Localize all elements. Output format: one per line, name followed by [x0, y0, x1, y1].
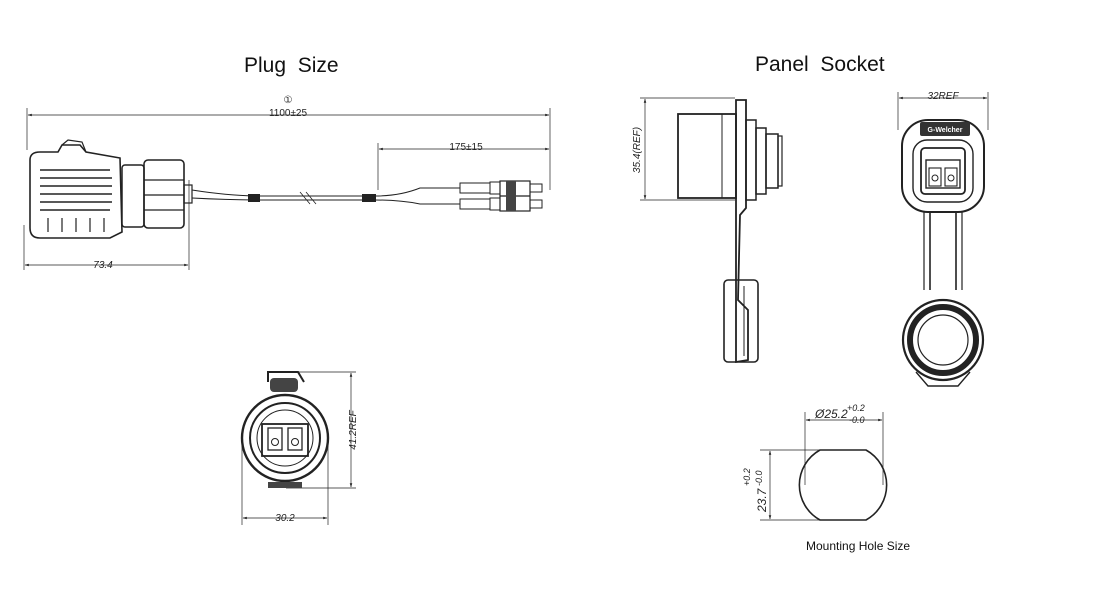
- plug-front-height-label: 41.2REF: [348, 409, 359, 449]
- brand-label: G-Welcher: [928, 127, 963, 134]
- panel-side-height-label: 35.4(REF): [632, 127, 643, 173]
- panel-socket-front-view: [897, 92, 989, 387]
- hole-diameter-label: Ø25.2: [814, 407, 848, 421]
- panel-socket-title: Panel Socket: [755, 53, 885, 76]
- dust-cap-side: [723, 279, 759, 363]
- socket-front-housing: [901, 119, 985, 213]
- hole-diameter-tol-lower: -0.0: [849, 415, 865, 425]
- plug-side-view: [23, 108, 551, 270]
- cable-gland-nut: [143, 159, 185, 229]
- plug-size-title: Plug Size: [244, 54, 339, 77]
- hole-diameter-tol-upper: +0.2: [847, 403, 865, 413]
- panel-socket-side-view: [640, 97, 783, 364]
- hole-flat-tol-lower: -0.0: [754, 470, 764, 486]
- plug-housing: [29, 144, 123, 239]
- lc-duplex-window: [261, 423, 309, 457]
- mounting-hole-outline: [798, 449, 888, 521]
- overall-length-label: 1100±25: [269, 108, 308, 119]
- overall-length-note: ①: [284, 95, 293, 106]
- dust-cap-front: [901, 298, 985, 382]
- hole-flat-tol-upper: +0.2: [742, 468, 752, 486]
- socket-rear-body: [677, 113, 737, 199]
- mounting-hole-view: [760, 412, 888, 521]
- body-length-label: 73.4: [93, 260, 113, 271]
- brand-plate: [920, 122, 970, 136]
- hole-flat-label: 23.7: [755, 487, 769, 513]
- plug-front-view: [240, 371, 356, 525]
- plug-front-outer-ring: [240, 393, 330, 483]
- breakout-length-label: 175±15: [449, 142, 483, 153]
- coupling-ring: [121, 164, 145, 228]
- panel-front-width-label: 32REF: [927, 91, 959, 102]
- plug-front-width-label: 30.2: [275, 513, 295, 524]
- mounting-hole-caption: Mounting Hole Size: [806, 539, 911, 553]
